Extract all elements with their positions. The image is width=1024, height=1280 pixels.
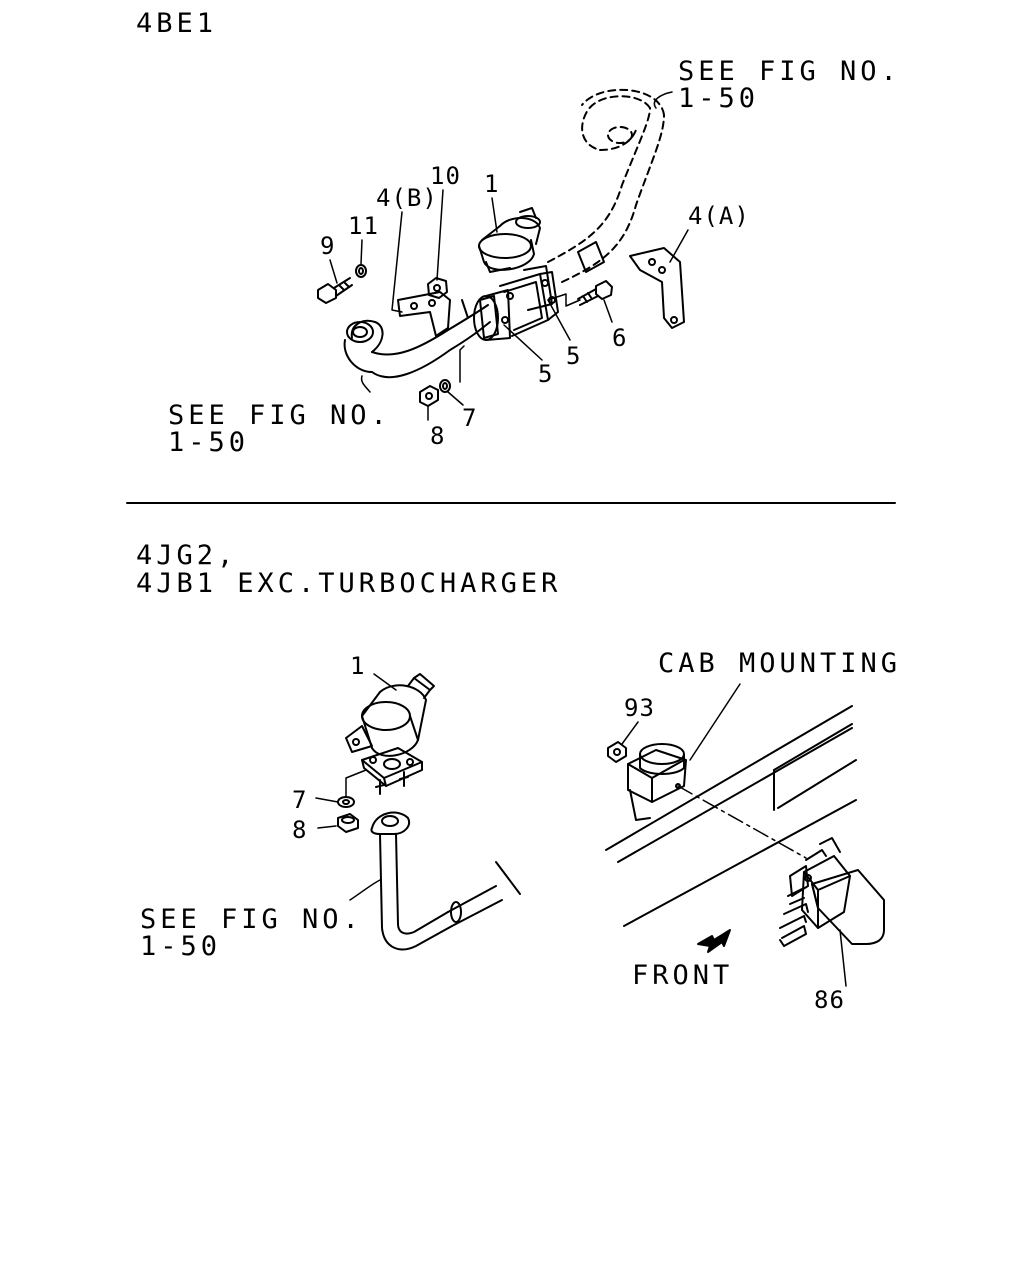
see-fig-reference-line-1: SEE FIG NO. bbox=[168, 400, 391, 431]
leader-lines-section-1 bbox=[330, 92, 688, 420]
callout-86: 86 bbox=[814, 986, 845, 1014]
nut-8-lower bbox=[338, 814, 358, 832]
callout-1: 1 bbox=[350, 652, 366, 680]
washer-7 bbox=[440, 380, 450, 392]
exhaust-brake-valve bbox=[474, 266, 558, 340]
callout-4b: 4(B) bbox=[376, 184, 438, 212]
upper-pipe-coupler bbox=[578, 242, 604, 272]
callout-8: 8 bbox=[292, 816, 308, 844]
see-fig-reference-line-2: 1-50 bbox=[140, 931, 222, 962]
callout-8: 8 bbox=[430, 422, 446, 450]
callout-1: 1 bbox=[484, 170, 500, 198]
callout-7: 7 bbox=[292, 786, 308, 814]
callout-5: 5 bbox=[538, 360, 554, 388]
nut-8 bbox=[420, 386, 438, 406]
engine-label-line-2: 4JB1 EXC.TURBOCHARGER bbox=[136, 568, 562, 599]
callout-7: 7 bbox=[462, 404, 478, 432]
nut-93 bbox=[608, 742, 626, 762]
leader-lines-section-2 bbox=[316, 674, 846, 986]
exhaust-pipe-lower bbox=[345, 305, 490, 377]
nut-10 bbox=[428, 278, 447, 298]
callout-11: 11 bbox=[348, 212, 379, 240]
bracket-4b bbox=[398, 292, 468, 336]
cab-mounting-label: CAB MOUNTING bbox=[658, 648, 902, 679]
bolt-6 bbox=[578, 281, 612, 305]
engine-label-line-1: 4JG2, bbox=[136, 540, 238, 571]
see-fig-reference-line-1: SEE FIG NO. bbox=[140, 904, 363, 935]
washer-11 bbox=[356, 265, 366, 277]
engine-label-4be1: 4BE1 bbox=[136, 8, 218, 39]
cab-mounting-frame bbox=[606, 706, 856, 926]
callout-9: 9 bbox=[320, 232, 336, 260]
bolt-9 bbox=[318, 278, 352, 303]
front-arrow-icon bbox=[698, 930, 730, 952]
actuator-cylinder-1-lower bbox=[346, 674, 434, 794]
exhaust-pipe-lower-section-2 bbox=[371, 813, 520, 950]
callout-10: 10 bbox=[430, 162, 461, 190]
front-label: FRONT bbox=[632, 960, 734, 991]
see-fig-reference-line-2: 1-50 bbox=[168, 427, 250, 458]
solenoid-valve-86 bbox=[780, 838, 884, 946]
callout-4a: 4(A) bbox=[688, 202, 750, 230]
see-fig-reference-line-1: SEE FIG NO. bbox=[678, 56, 901, 87]
see-fig-reference-line-2: 1-50 bbox=[678, 83, 760, 114]
callout-93: 93 bbox=[624, 694, 655, 722]
actuator-cylinder-1 bbox=[479, 208, 540, 272]
washer-7-lower bbox=[338, 797, 354, 807]
bracket-4a bbox=[630, 248, 684, 328]
exhaust-pipe-upper-dashed bbox=[548, 90, 664, 282]
callout-6: 6 bbox=[612, 324, 628, 352]
callout-5: 5 bbox=[566, 342, 582, 370]
